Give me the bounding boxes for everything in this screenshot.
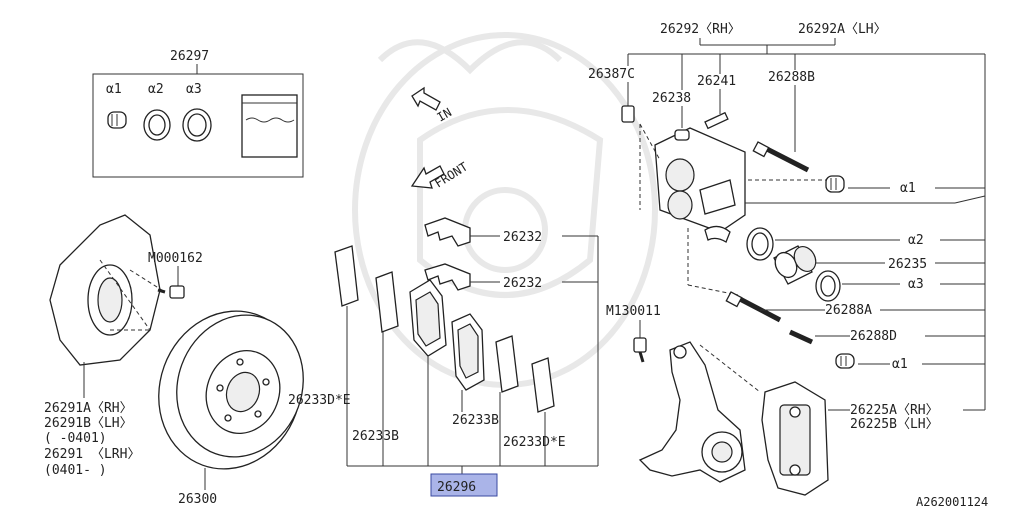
label-26235[interactable]: 26235 — [888, 257, 927, 272]
guide-pin-lower — [788, 329, 814, 345]
caliper-rh-label[interactable]: 26292〈RH〉 — [660, 22, 741, 37]
kit-part-number[interactable]: 26297 — [170, 49, 209, 64]
caliper-piston[interactable] — [771, 243, 820, 285]
grease-container-icon — [241, 94, 298, 158]
label-26300[interactable]: 26300 — [178, 492, 217, 507]
piston-seal — [746, 227, 774, 261]
shim-plate-right — [495, 335, 519, 393]
backing-plate-bolt — [157, 285, 185, 299]
brake-pad-outer[interactable] — [409, 279, 447, 357]
label-26233DE-right[interactable]: 26233D*E — [503, 435, 566, 450]
label-26233DE-left[interactable]: 26233D*E — [288, 393, 351, 408]
seal-ring-icon — [143, 109, 171, 141]
anti-squeal-shim-right — [531, 357, 555, 413]
direction-in-arrow: IN — [411, 86, 455, 125]
label-a2[interactable]: α2 — [908, 233, 924, 248]
label-26291B-range: ( -0401) — [44, 431, 107, 446]
kit-item-a2[interactable]: α2 — [148, 82, 164, 97]
label-26291B[interactable]: 26291B〈LH〉 — [44, 416, 133, 431]
dust-boot-top — [825, 175, 845, 193]
caliper-bracket[interactable] — [761, 381, 829, 496]
shim-plate-left — [375, 271, 399, 333]
diagram-code: A262001124 — [916, 495, 988, 509]
label-a1-bottom[interactable]: α1 — [892, 357, 908, 372]
arrow-in-label: IN — [435, 105, 455, 124]
piston-boot — [815, 270, 841, 302]
seal-kit-group: 26297 α1 α2 α3 — [92, 49, 304, 178]
pad-kit-highlight[interactable]: 26296 — [430, 473, 498, 497]
piston-seal-icon — [182, 108, 212, 142]
label-26288D[interactable]: 26288D — [850, 329, 897, 344]
arrow-front-label: FRONT — [432, 160, 470, 191]
label-26296[interactable]: 26296 — [437, 480, 476, 495]
brake-backing-plate[interactable] — [49, 214, 161, 366]
guide-bolt-long — [752, 141, 810, 173]
label-26291A[interactable]: 26291A〈RH〉 — [44, 401, 133, 416]
dust-boot-icon — [107, 111, 127, 129]
guide-bolt-lower — [725, 291, 782, 323]
caliper-callout: 26292〈RH〉 26292A〈LH〉 — [627, 22, 986, 410]
kit-box — [92, 73, 304, 178]
label-26238[interactable]: 26238 — [652, 91, 691, 106]
bleeder-screw — [621, 105, 635, 123]
kit-item-a1[interactable]: α1 — [106, 82, 122, 97]
label-26232-middle[interactable]: 26232 — [503, 276, 542, 291]
caliper-body[interactable] — [654, 127, 746, 243]
label-M000162[interactable]: M000162 — [148, 251, 203, 266]
anti-squeal-shim-left — [334, 245, 359, 307]
steering-knuckle[interactable] — [638, 341, 746, 483]
label-26291-range: (0401- ) — [44, 463, 107, 478]
kit-item-a3[interactable]: α3 — [186, 82, 202, 97]
label-26232-top[interactable]: 26232 — [503, 230, 542, 245]
label-26241[interactable]: 26241 — [697, 74, 736, 89]
guide-pin-upper — [704, 111, 729, 130]
label-26288B[interactable]: 26288B — [768, 70, 815, 85]
watermark-emblem — [352, 32, 658, 388]
brake-pad-inner[interactable] — [451, 313, 485, 391]
dust-boot-bottom — [835, 353, 855, 369]
bracket-bolt — [633, 337, 647, 363]
brake-rotor[interactable] — [137, 291, 323, 489]
label-M130011[interactable]: M130011 — [606, 304, 661, 319]
label-26233B-middle[interactable]: 26233B — [452, 413, 499, 428]
label-26288A[interactable]: 26288A — [825, 303, 872, 318]
bleeder-cap — [674, 129, 690, 141]
label-26387C[interactable]: 26387C — [588, 67, 635, 82]
label-26225B[interactable]: 26225B〈LH〉 — [850, 417, 939, 432]
pad-clip-top — [424, 217, 471, 247]
caliper-lh-label[interactable]: 26292A〈LH〉 — [798, 22, 887, 37]
label-26233B-left[interactable]: 26233B — [352, 429, 399, 444]
label-a1-top[interactable]: α1 — [900, 181, 916, 196]
label-26225A[interactable]: 26225A〈RH〉 — [850, 403, 939, 418]
pad-clip-middle — [424, 263, 471, 291]
label-26291[interactable]: 26291 〈LRH〉 — [44, 447, 140, 462]
label-a3[interactable]: α3 — [908, 277, 924, 292]
